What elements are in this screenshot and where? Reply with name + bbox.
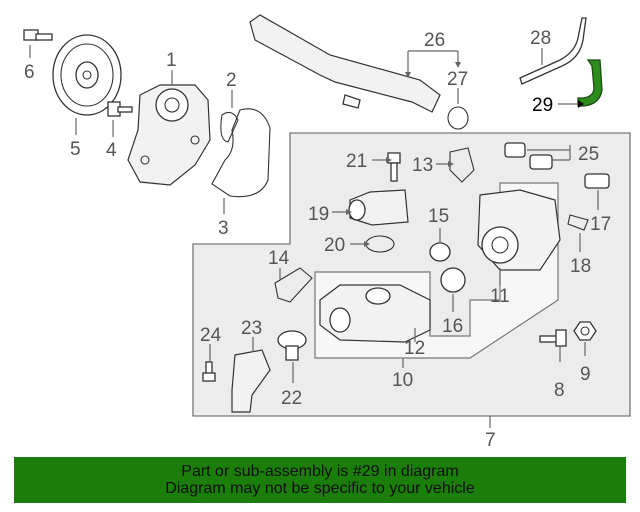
arrowheads bbox=[346, 62, 584, 247]
elbow-23[interactable] bbox=[231, 349, 271, 413]
callout-12[interactable]: 12 bbox=[404, 338, 425, 359]
callout-11[interactable]: 11 bbox=[490, 286, 510, 307]
callout-22[interactable]: 22 bbox=[281, 388, 302, 409]
callout-7[interactable]: 7 bbox=[485, 430, 496, 451]
seal-16[interactable] bbox=[440, 267, 466, 293]
callout-10[interactable]: 10 bbox=[392, 370, 413, 391]
bolt-8[interactable] bbox=[539, 329, 567, 347]
pulley-5[interactable] bbox=[52, 34, 122, 116]
thermostat-22[interactable] bbox=[277, 330, 307, 361]
callout-26[interactable]: 26 bbox=[424, 30, 445, 51]
callout-23[interactable]: 23 bbox=[241, 318, 262, 339]
callout-5[interactable]: 5 bbox=[70, 139, 81, 160]
bolt-6[interactable] bbox=[23, 29, 53, 41]
seal-15[interactable] bbox=[429, 242, 451, 262]
bolt-24[interactable] bbox=[202, 361, 216, 382]
flange-19[interactable] bbox=[348, 189, 409, 226]
water-pump-1[interactable] bbox=[127, 84, 211, 186]
callout-21[interactable]: 21 bbox=[346, 151, 367, 172]
callout-4[interactable]: 4 bbox=[106, 140, 117, 161]
hose-29-highlighted[interactable] bbox=[577, 59, 603, 107]
footer-banner: Part or sub-assembly is #29 in diagram D… bbox=[14, 457, 626, 503]
callout-19[interactable]: 19 bbox=[308, 204, 329, 225]
gasket-3[interactable] bbox=[211, 108, 271, 198]
callout-27[interactable]: 27 bbox=[447, 69, 468, 90]
callout-25[interactable]: 25 bbox=[578, 144, 599, 165]
callout-14[interactable]: 14 bbox=[268, 248, 290, 269]
callout-6[interactable]: 6 bbox=[24, 62, 35, 83]
callout-20[interactable]: 20 bbox=[324, 235, 345, 256]
gasket-2[interactable] bbox=[220, 111, 239, 143]
callout-1[interactable]: 1 bbox=[166, 50, 177, 71]
callout-18[interactable]: 18 bbox=[570, 256, 591, 277]
bolt-4[interactable] bbox=[107, 101, 133, 117]
callout-29[interactable]: 29 bbox=[532, 95, 553, 116]
callout-15[interactable]: 15 bbox=[428, 206, 449, 227]
housing-12[interactable] bbox=[319, 284, 431, 343]
callout-8[interactable]: 8 bbox=[554, 380, 565, 401]
gasket-13[interactable] bbox=[449, 147, 475, 183]
nut-9[interactable] bbox=[573, 321, 597, 341]
sensor-25[interactable] bbox=[504, 142, 553, 170]
parts-diagram: 1 2 3 4 5 6 7 8 9 10 11 12 13 14 15 16 1… bbox=[23, 14, 631, 451]
callout-16[interactable]: 16 bbox=[442, 316, 463, 337]
callout-17[interactable]: 17 bbox=[590, 214, 611, 235]
callout-2[interactable]: 2 bbox=[226, 70, 237, 91]
callout-9[interactable]: 9 bbox=[580, 364, 591, 385]
leader-lines bbox=[29, 45, 599, 428]
callout-24[interactable]: 24 bbox=[200, 325, 222, 346]
hose-28[interactable] bbox=[519, 17, 587, 85]
gasket-14[interactable] bbox=[274, 267, 313, 303]
o-ring-27[interactable] bbox=[447, 106, 469, 130]
clip-18[interactable] bbox=[567, 214, 589, 231]
footer-line-2: Diagram may not be specific to your vehi… bbox=[165, 480, 475, 497]
thermostat-housing-11[interactable] bbox=[477, 189, 561, 271]
callout-28[interactable]: 28 bbox=[530, 28, 551, 49]
footer-line-1: Part or sub-assembly is #29 in diagram bbox=[181, 463, 459, 480]
sensor-17[interactable] bbox=[584, 173, 610, 189]
coolant-pipe-26[interactable] bbox=[249, 14, 441, 113]
callout-13[interactable]: 13 bbox=[412, 155, 433, 176]
callout-3[interactable]: 3 bbox=[218, 218, 229, 239]
